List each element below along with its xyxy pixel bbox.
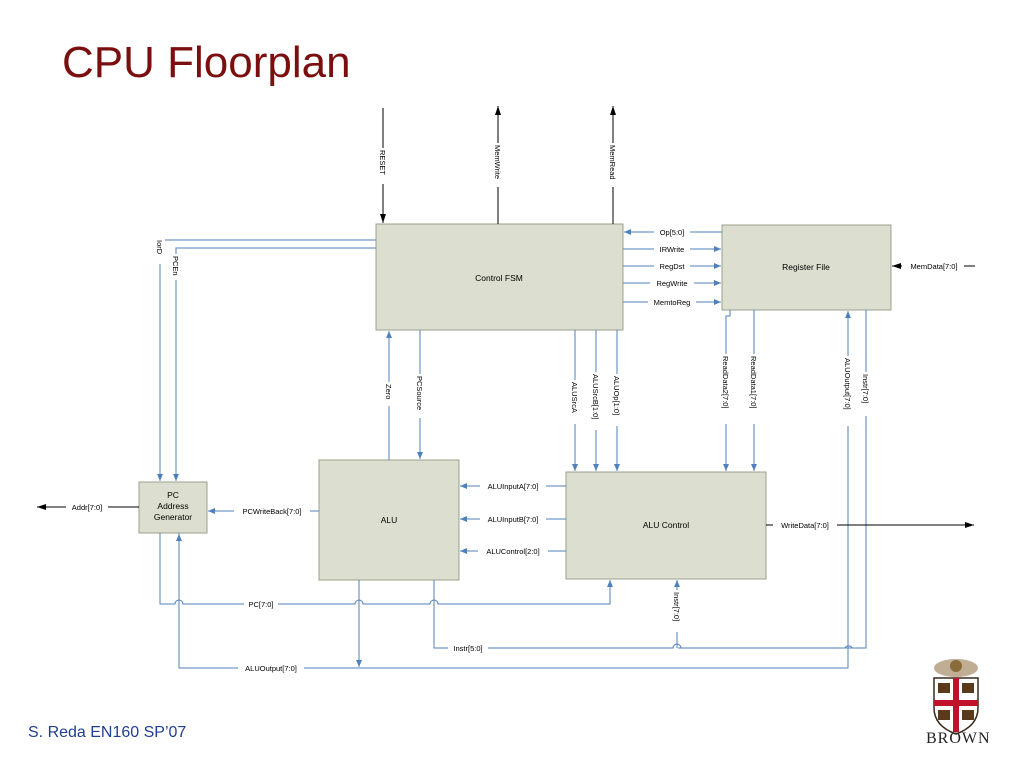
register-file-label: Register File: [782, 262, 830, 272]
aluop-label: ALUOp[1:0]: [612, 376, 621, 415]
irwrite-label: IRWrite: [660, 245, 685, 254]
slide-footer: S. Reda EN160 SP’07: [28, 724, 187, 741]
pcen-wire: [173, 247, 376, 481]
zero-label: Zero: [384, 384, 393, 399]
pc-address-generator-block: [138, 481, 208, 534]
writedata-label: WriteData[7:0]: [781, 521, 829, 530]
iord-label: IorD: [155, 240, 164, 255]
aluinputb-label: ALUInputB[7:0]: [488, 515, 539, 524]
pc-gen-label-line1: PC: [167, 490, 179, 500]
readdata1-label: ReadData1[7:0]: [749, 356, 758, 409]
alusrca-label: ALUSrcA: [570, 382, 579, 413]
alucontrol-label: ALUControl[2:0]: [486, 547, 539, 556]
aluoutput-horizontal-label: ALUOutput[7:0]: [245, 664, 297, 673]
instr50-wire: [433, 580, 866, 649]
control-fsm-block: [375, 223, 624, 331]
memwrite-label: MemWrite: [493, 145, 502, 179]
memread-label: MemRead: [608, 145, 617, 180]
pcsource-label: PCSource: [415, 376, 424, 410]
aluinputa-label: ALUInputA[7:0]: [488, 482, 539, 491]
brown-university-shield-logo: [933, 659, 979, 735]
op-label: Op[5:0]: [660, 228, 685, 237]
pc-label: PC[7:0]: [248, 600, 273, 609]
memtoreg-label: MemtoReg: [654, 298, 691, 307]
alu-control-label: ALU Control: [643, 520, 689, 530]
alu-label: ALU: [381, 515, 398, 525]
pc-gen-label-line2: Address: [157, 501, 188, 511]
addr-label: Addr[7:0]: [72, 503, 102, 512]
regwrite-label: RegWrite: [656, 279, 687, 288]
alusrcb-label: ALUSrcB[1:0]: [591, 374, 600, 419]
regdst-label: RegDst: [659, 262, 685, 271]
reset-label: RESET: [378, 150, 387, 175]
pcwriteback-label: PCWriteBack[7:0]: [242, 507, 301, 516]
iord-wire: [157, 239, 376, 481]
instr-vertical-label: Instr[7:0]: [861, 374, 870, 403]
aluoutput-vertical-label: ALUOutput[7:0]: [843, 358, 852, 410]
readdata2-label: ReadData2[7:0]: [721, 356, 730, 409]
alu-block: [318, 459, 460, 581]
register-file-block: [721, 224, 892, 311]
slide-title: CPU Floorplan: [62, 38, 351, 87]
instr-bottom-label: Instr[7:0]: [672, 592, 681, 621]
alu-control-block: [565, 471, 767, 580]
control-fsm-label: Control FSM: [475, 273, 523, 283]
instr50-label: Instr[5:0]: [453, 644, 482, 653]
brown-wordmark: BROWN: [926, 730, 991, 747]
pcen-label: PCEn: [171, 256, 180, 276]
pc-gen-label-line3: Generator: [154, 512, 192, 522]
memdata-label: MemData[7:0]: [910, 262, 957, 271]
